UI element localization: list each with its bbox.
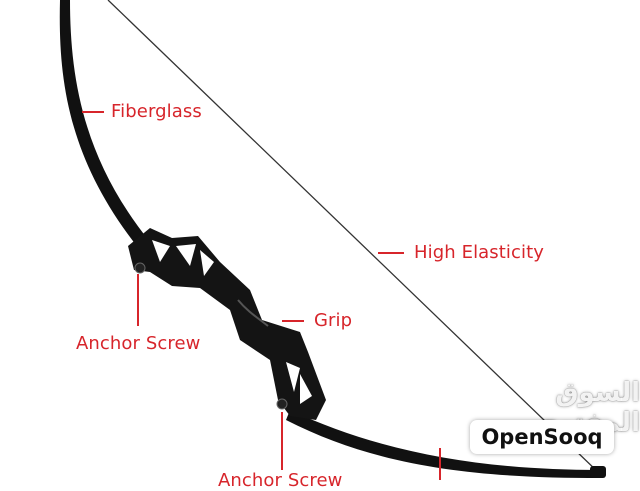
upper-limb <box>59 0 150 250</box>
watermark-brand: OpenSooq <box>481 425 603 449</box>
bowstring <box>107 0 601 475</box>
bow-diagram <box>59 0 606 480</box>
limb-tip <box>590 466 606 478</box>
lower-limb <box>286 410 600 478</box>
anchor-screw-bottom-label: Anchor Screw <box>218 470 343 491</box>
watermark-brand-box: OpenSooq <box>470 420 614 454</box>
anchor-screw-top-label: Anchor Screw <box>76 333 201 354</box>
high-elasticity-label: High Elasticity <box>414 242 545 263</box>
grip-label: Grip <box>314 310 353 331</box>
fiberglass-label: Fiberglass <box>111 101 202 122</box>
riser <box>128 228 326 420</box>
